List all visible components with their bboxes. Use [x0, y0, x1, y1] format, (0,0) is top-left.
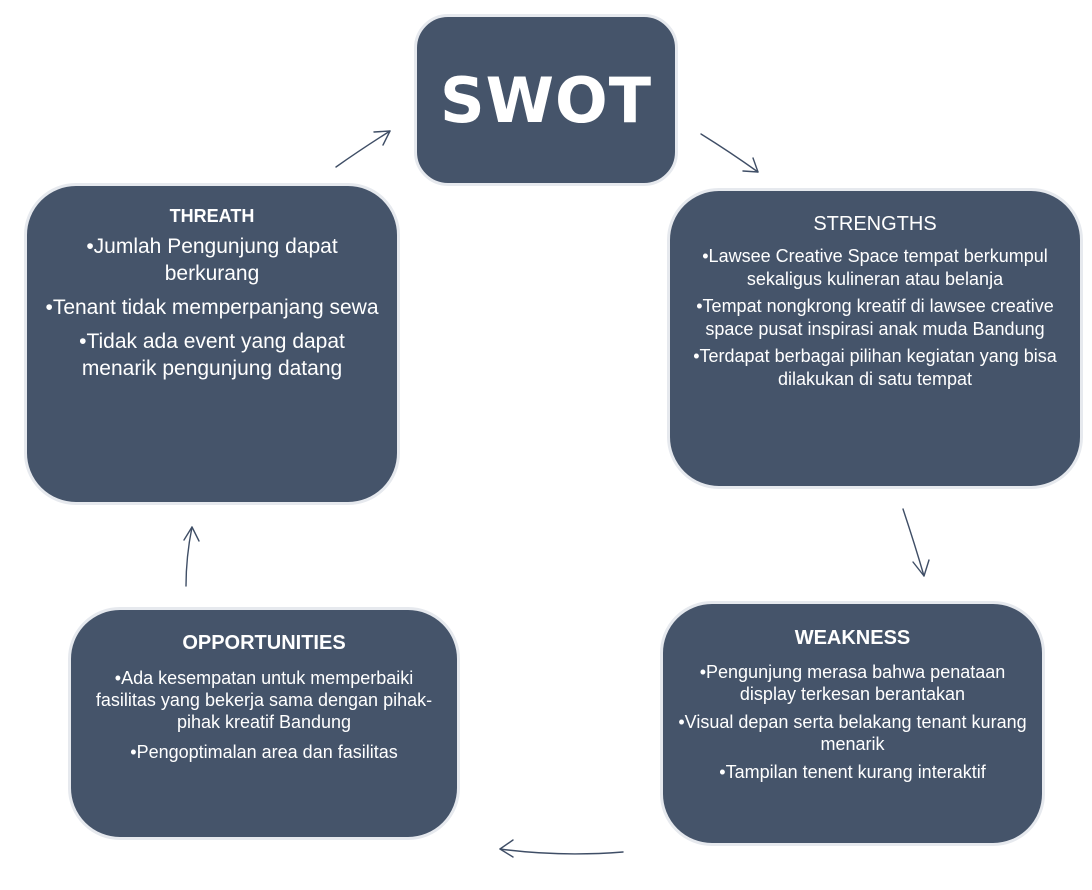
- weakness-item: •Pengunjung merasa bahwa penataan displa…: [699, 662, 1006, 704]
- weakness-box: WEAKNESS •Pengunjung merasa bahwa penata…: [660, 601, 1045, 846]
- swot-title: SWOT: [439, 63, 653, 137]
- opportunities-title: OPPORTUNITIES: [182, 632, 346, 654]
- threat-box: THREATH •Jumlah Pengunjung dapat berkura…: [24, 183, 400, 505]
- arrow-opportunities-to-threat: [183, 526, 200, 587]
- strengths-title: STRENGTHS: [813, 213, 937, 235]
- strengths-item: •Terdapat berbagai pilihan kegiatan yang…: [693, 346, 1057, 389]
- opportunities-item: •Ada kesempatan untuk memperbaiki fasili…: [95, 668, 433, 732]
- swot-center-box: SWOT: [414, 14, 678, 186]
- threat-item: •Tidak ada event yang dapat menarik peng…: [79, 330, 345, 380]
- opportunities-item: •Pengoptimalan area dan fasilitas: [130, 742, 398, 762]
- opportunities-list: •Ada kesempatan untuk memperbaiki fasili…: [83, 667, 445, 771]
- weakness-item: •Visual depan serta belakang tenant kura…: [678, 712, 1027, 754]
- arrow-strengths-to-weakness: [902, 508, 930, 577]
- threat-item: •Jumlah Pengunjung dapat berkurang: [86, 235, 338, 285]
- threat-list: •Jumlah Pengunjung dapat berkurang •Tena…: [41, 233, 383, 389]
- weakness-list: •Pengunjung merasa bahwa penataan displa…: [671, 661, 1034, 789]
- weakness-title: WEAKNESS: [794, 627, 911, 649]
- strengths-list: •Lawsee Creative Space tempat berkumpul …: [680, 245, 1070, 395]
- opportunities-box: OPPORTUNITIES •Ada kesempatan untuk memp…: [68, 607, 460, 840]
- threat-title: THREATH: [169, 206, 255, 226]
- threat-item: •Tenant tidak memperpanjang sewa: [45, 296, 379, 319]
- arrow-swot-to-strengths: [700, 133, 759, 173]
- arrow-threat-to-swot: [335, 130, 391, 168]
- strengths-item: •Tempat nongkrong kreatif di lawsee crea…: [696, 296, 1054, 339]
- arrow-weakness-to-opportunities: [499, 839, 624, 858]
- strengths-box: STRENGTHS •Lawsee Creative Space tempat …: [667, 188, 1083, 489]
- strengths-item: •Lawsee Creative Space tempat berkumpul …: [702, 246, 1048, 289]
- weakness-item: •Tampilan tenent kurang interaktif: [719, 762, 986, 782]
